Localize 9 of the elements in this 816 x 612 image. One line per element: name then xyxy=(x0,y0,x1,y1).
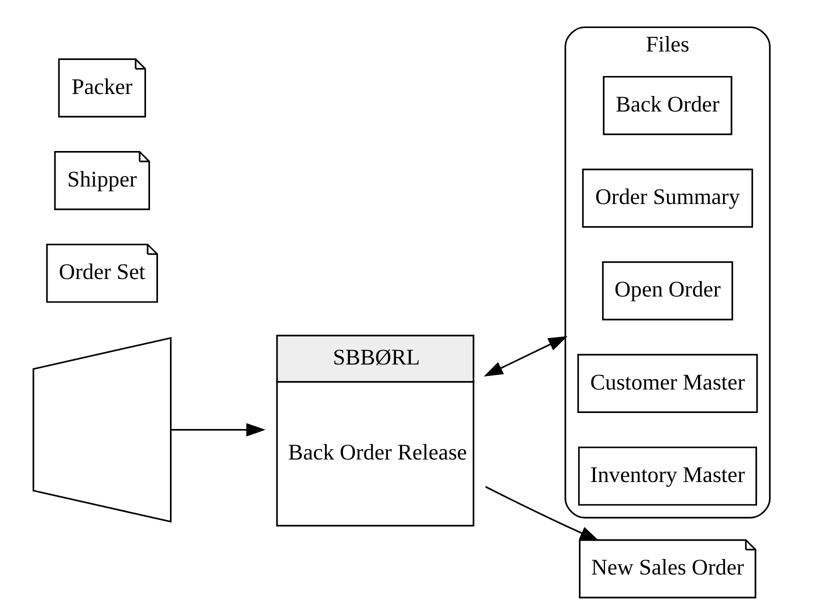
node-trapezium xyxy=(32,336,172,523)
arrow xyxy=(170,423,266,437)
node-box: Back Order xyxy=(602,76,732,136)
arrow xyxy=(485,486,600,541)
node-box: Customer Master xyxy=(577,354,758,414)
node-box: Open Order xyxy=(602,261,734,320)
node-box: Inventory Master xyxy=(578,446,758,506)
node-box: Order Summary xyxy=(582,168,754,228)
arrow xyxy=(484,336,568,377)
